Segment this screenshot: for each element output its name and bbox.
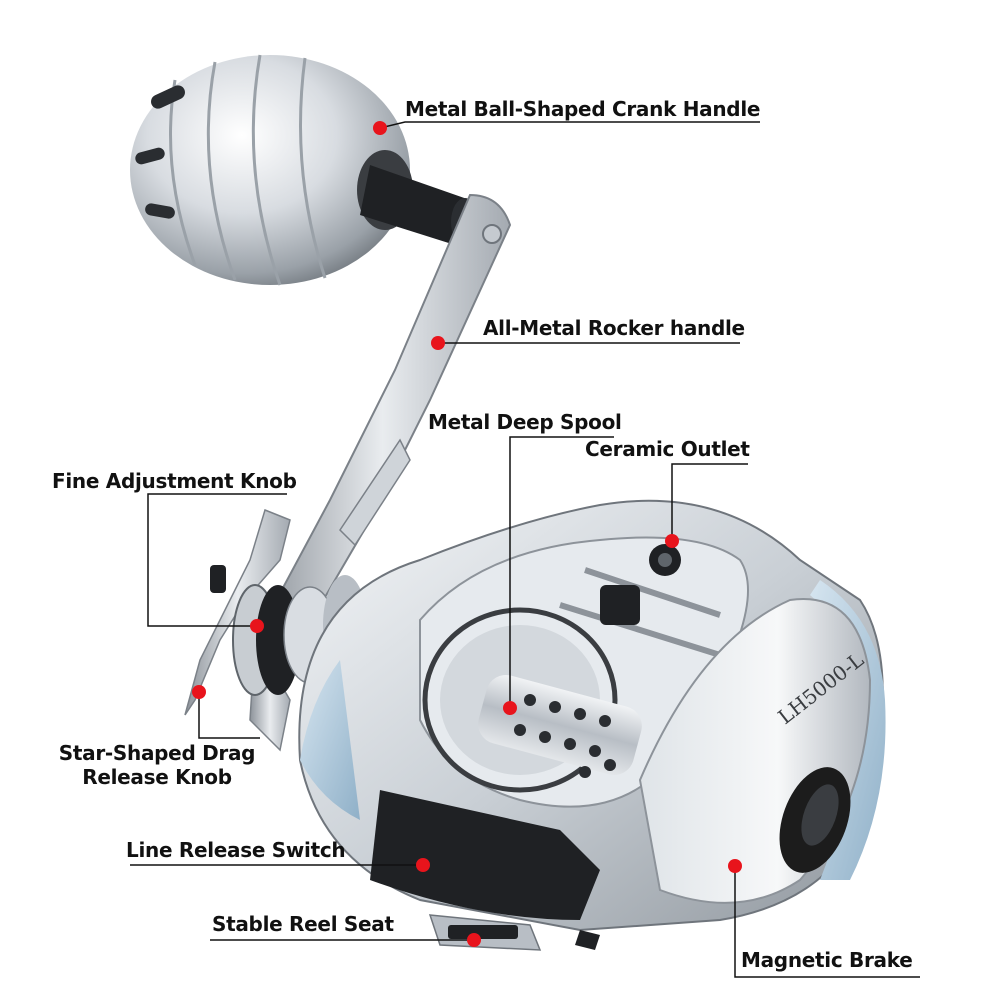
label-star-drag: Star-Shaped Drag Release Knob: [52, 741, 262, 789]
dot-star-drag: [192, 685, 206, 699]
leader-lines: [130, 121, 920, 978]
label-ceramic-outlet: Ceramic Outlet: [585, 437, 750, 461]
fine-adjustment-knob: [232, 575, 367, 696]
dot-ceramic-outlet: [665, 534, 679, 548]
callout-dots: [192, 121, 742, 947]
dot-magnetic-brake: [728, 859, 742, 873]
leader-deep-spool: [509, 436, 614, 708]
leader-crank-handle: [379, 121, 760, 129]
dot-line-release: [416, 858, 430, 872]
dot-deep-spool: [503, 701, 517, 715]
label-deep-spool: Metal Deep Spool: [428, 410, 622, 434]
label-fine-adjustment: Fine Adjustment Knob: [52, 469, 297, 493]
leader-magnetic-brake: [734, 866, 920, 978]
dot-reel-seat: [467, 933, 481, 947]
label-line-release: Line Release Switch: [126, 838, 346, 862]
rocker-arm: [253, 193, 512, 641]
label-reel-seat: Stable Reel Seat: [212, 912, 394, 936]
dot-rocker-handle: [431, 336, 445, 350]
leader-fine-adjustment: [147, 493, 287, 627]
dot-crank-handle: [373, 121, 387, 135]
label-magnetic-brake: Magnetic Brake: [741, 948, 913, 972]
label-rocker-handle: All-Metal Rocker handle: [483, 316, 745, 340]
label-crank-handle: Metal Ball-Shaped Crank Handle: [405, 97, 761, 121]
reel-body: [298, 499, 886, 951]
dot-fine-adjustment: [250, 619, 264, 633]
leader-ceramic-outlet: [671, 463, 748, 541]
leader-star-drag: [198, 692, 260, 739]
spool-holes: [514, 694, 616, 778]
label-star-drag-line1: Star-Shaped Drag: [58, 741, 256, 765]
label-star-drag-line2: Release Knob: [82, 765, 232, 789]
